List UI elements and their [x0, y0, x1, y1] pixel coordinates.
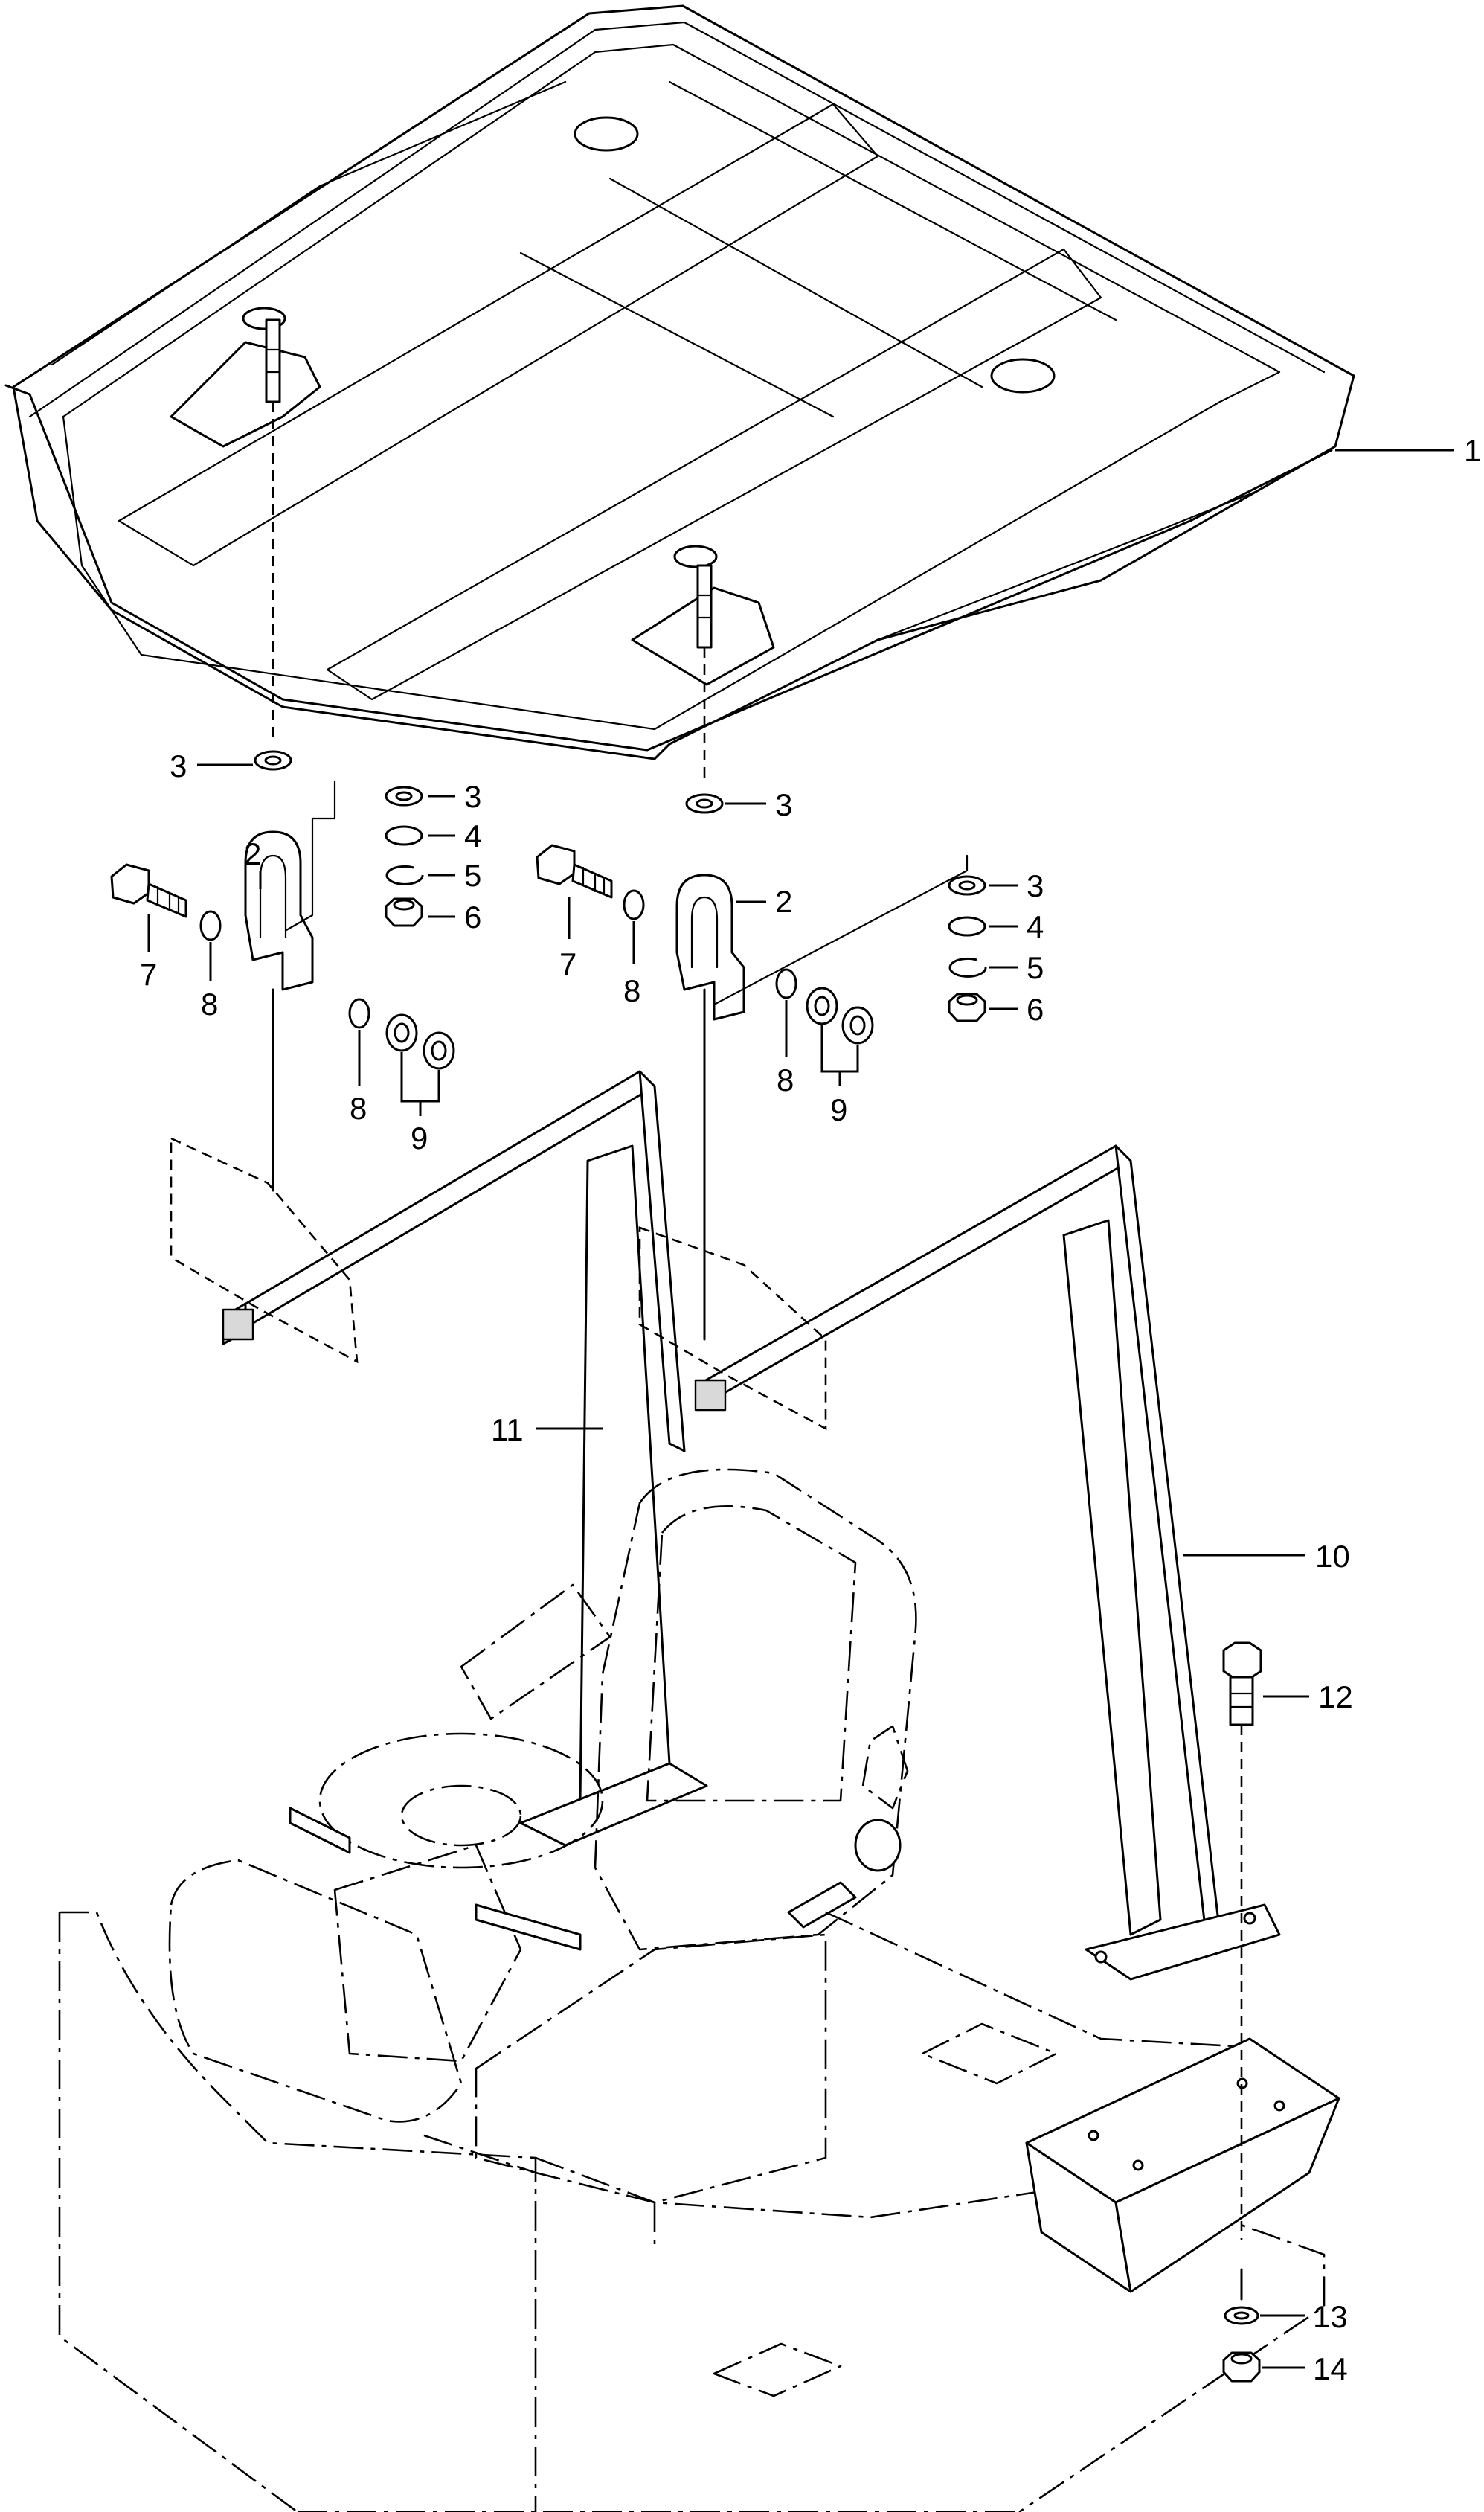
left-fastener-group: [110, 750, 455, 1192]
callout-labels: 1 3 3 4 5 6 2 7 8 8 9 3 2 3 4 5 6 7 8 8 …: [140, 433, 1481, 2386]
nut-icon: [385, 1013, 455, 1070]
callout-8: 8: [777, 1063, 794, 1098]
right-fastener-group: [536, 793, 987, 1341]
base-platform: [58, 1911, 1340, 2512]
washer-icon: [385, 825, 423, 846]
washer-icon: [948, 916, 986, 937]
lock-washer-icon: [948, 957, 987, 978]
washer-icon: [348, 998, 370, 1029]
callout-7: 7: [559, 946, 576, 981]
foot-fastener-group: [1222, 1641, 1262, 2383]
steering-wheel: [168, 1732, 604, 2123]
bracket-icon: [244, 830, 314, 991]
callout-4: 4: [1027, 909, 1044, 944]
bracket-icon: [675, 874, 745, 1021]
operator-seat: [460, 1468, 917, 2247]
callout-8: 8: [350, 1091, 367, 1126]
callout-2: 2: [244, 836, 261, 871]
washer-icon: [623, 889, 645, 920]
left-rops-frame: [170, 1070, 708, 1847]
canopy-roof: [4, 4, 1355, 760]
callout-3: 3: [1027, 868, 1044, 903]
callout-3: 3: [170, 749, 187, 784]
callout-9: 9: [830, 1092, 847, 1127]
callout-3: 3: [464, 779, 481, 814]
callout-12: 12: [1318, 1679, 1353, 1714]
callout-1: 1: [1464, 433, 1481, 468]
callout-3: 3: [775, 787, 792, 822]
callout-6: 6: [464, 900, 481, 935]
callout-10: 10: [1315, 1539, 1350, 1574]
nut-icon: [1222, 2351, 1261, 2383]
callout-11: 11: [491, 1412, 524, 1447]
callout-9: 9: [411, 1121, 428, 1156]
leader-lines: [147, 449, 1454, 2369]
callout-2: 2: [775, 884, 792, 919]
callout-8: 8: [623, 973, 640, 1008]
callout-8: 8: [201, 987, 218, 1022]
lock-washer-icon: [385, 865, 424, 885]
nut-icon: [806, 987, 874, 1045]
callout-13: 13: [1313, 2299, 1348, 2334]
bolt-icon: [110, 863, 187, 918]
nut-icon: [948, 993, 986, 1022]
washer-icon: [775, 968, 797, 999]
callout-14: 14: [1313, 2351, 1348, 2386]
bolt-icon: [1222, 1641, 1262, 1726]
callout-4: 4: [464, 818, 481, 853]
callout-5: 5: [464, 858, 481, 893]
callout-6: 6: [1027, 992, 1044, 1027]
callout-5: 5: [1027, 950, 1044, 985]
callout-7: 7: [140, 957, 157, 992]
nut-icon: [385, 897, 423, 927]
washer-icon: [199, 910, 222, 941]
right-rops-frame: [638, 1144, 1281, 1981]
bolt-icon: [536, 844, 613, 899]
